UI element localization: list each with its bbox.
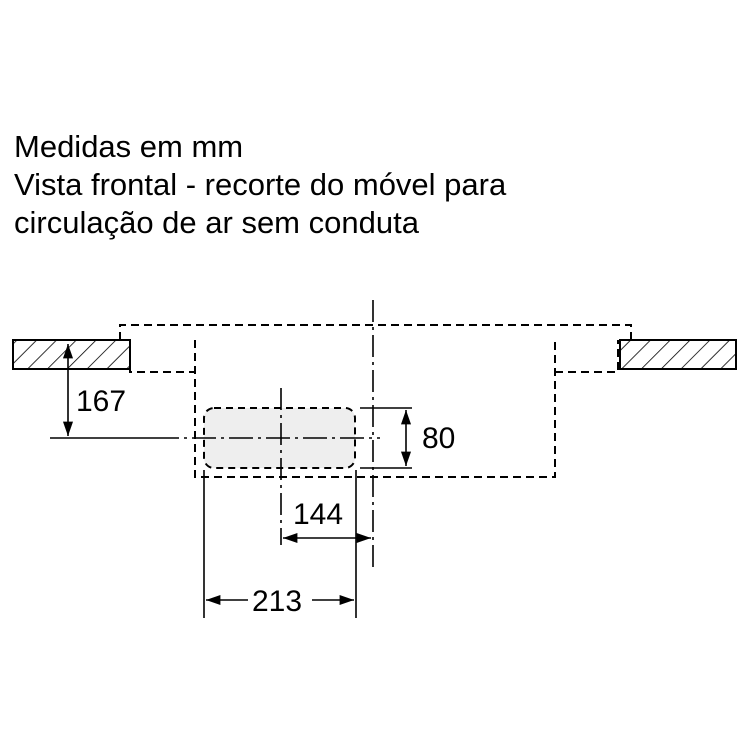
title-units: Medidas em mm: [14, 129, 244, 164]
dimension-80-label: 80: [422, 422, 455, 455]
dimension-167: [50, 344, 155, 439]
dimension-144-label: 144: [293, 498, 343, 531]
dimension-213: [203, 470, 357, 618]
title-block: Medidas em mm Vista frontal - recorte do…: [14, 128, 506, 242]
dimension-167-label: 167: [76, 385, 126, 418]
title-description: circulação de ar sem conduta: [14, 205, 419, 240]
worktop-left: [12, 339, 131, 370]
worktop-right: [619, 339, 737, 370]
hob-outline: [119, 324, 632, 478]
dimension-213-label: 213: [252, 585, 302, 618]
title-view: Vista frontal - recorte do móvel para: [14, 167, 507, 202]
dimension-80: [360, 407, 412, 469]
